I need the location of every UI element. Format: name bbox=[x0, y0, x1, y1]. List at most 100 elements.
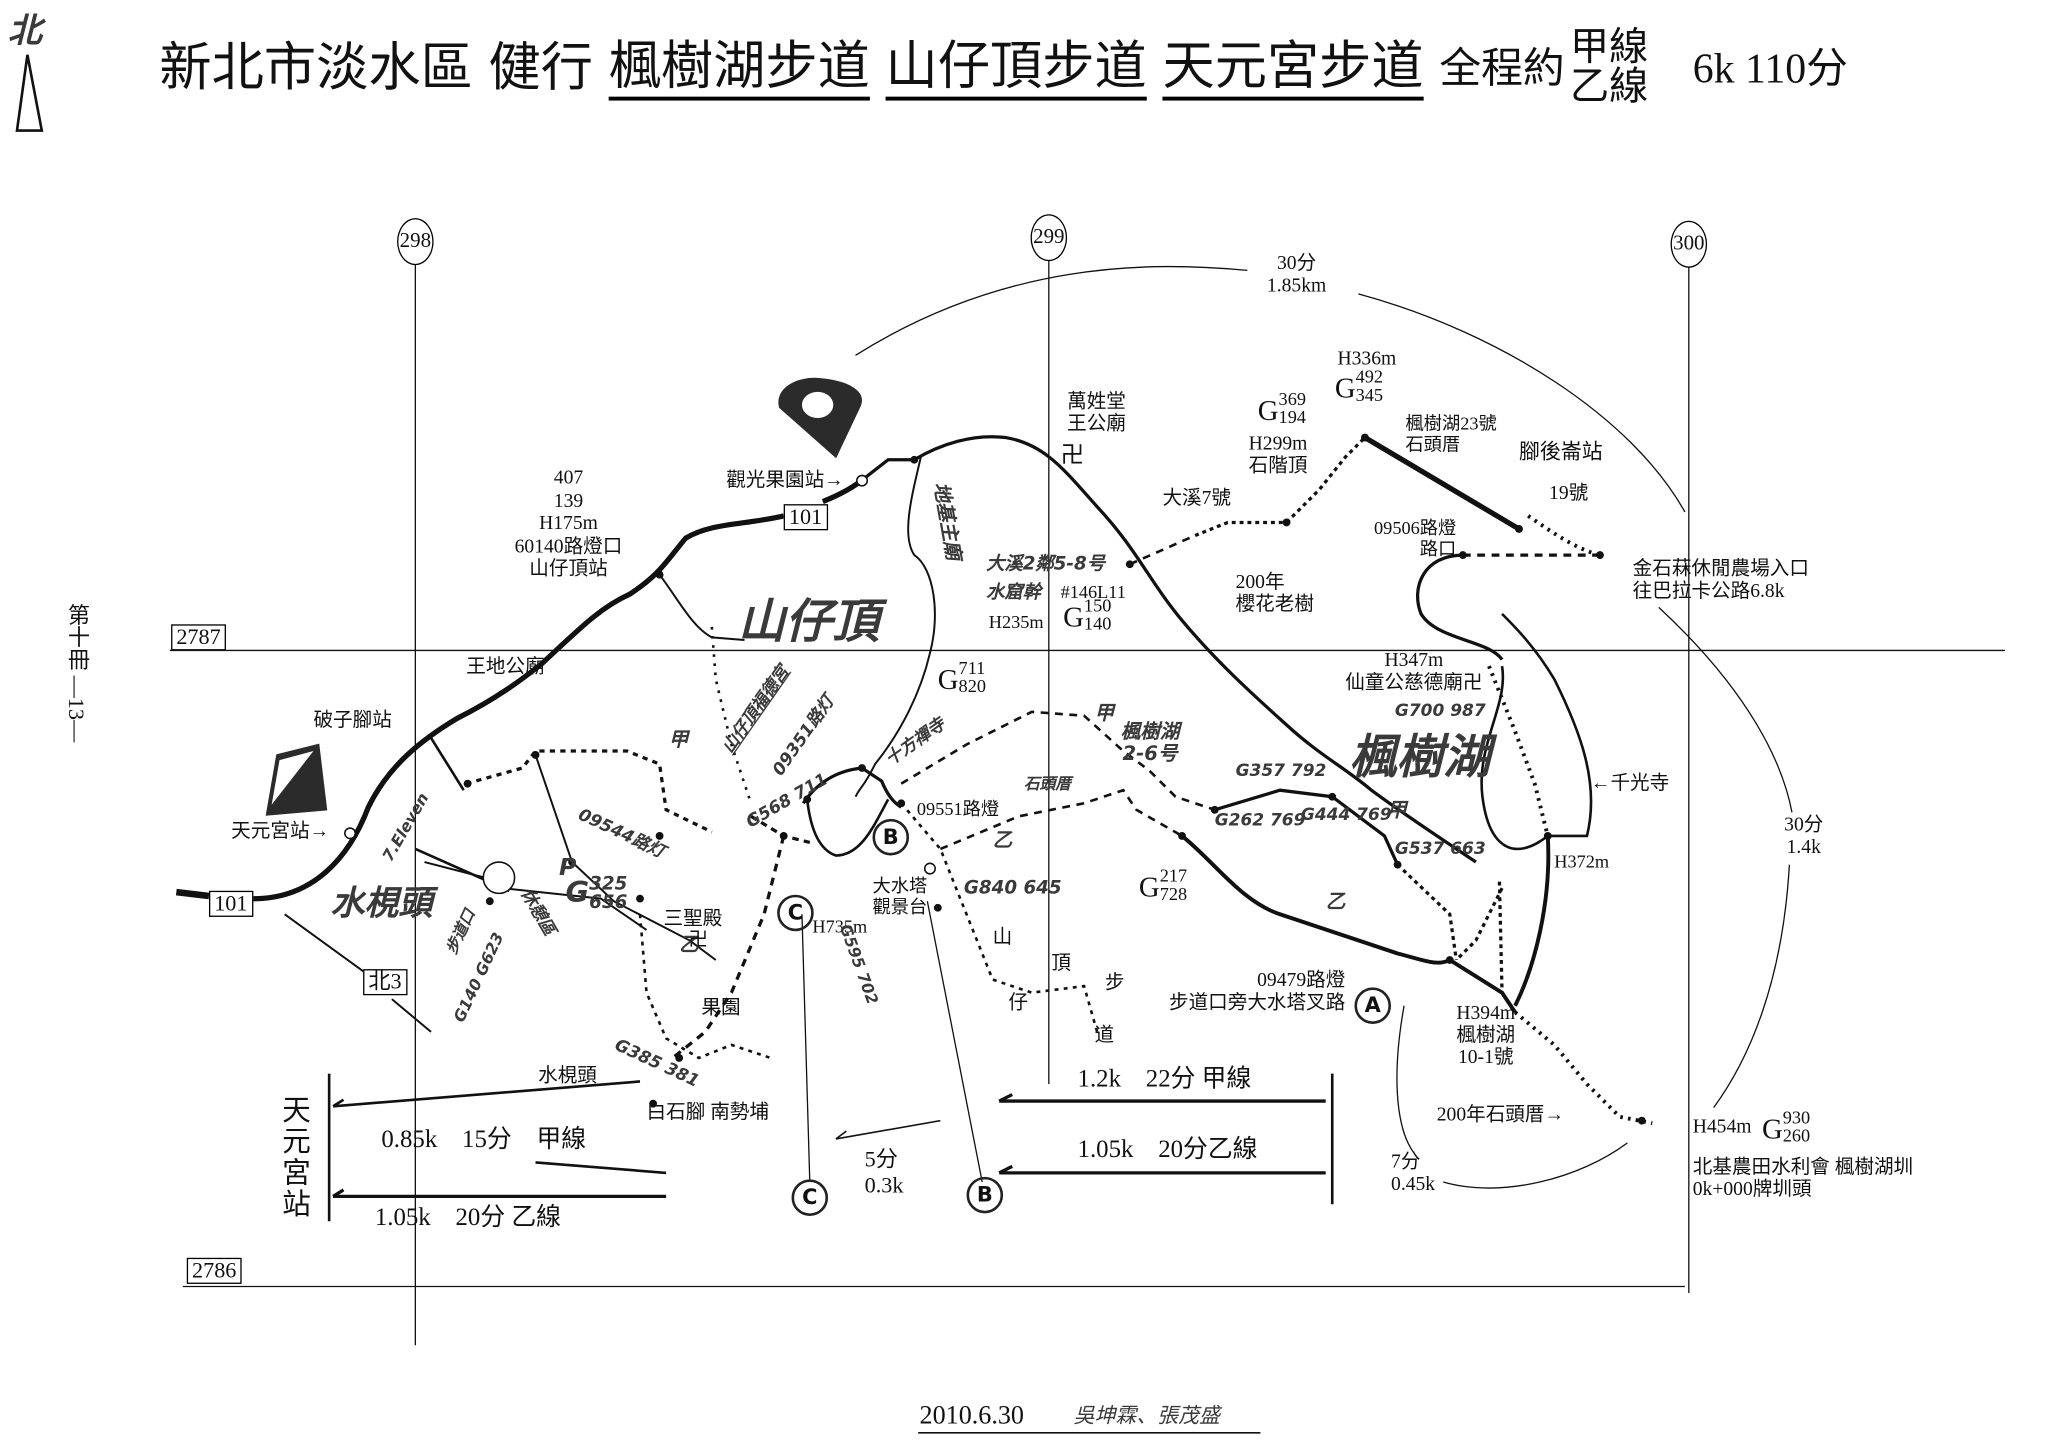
label-h235: H235m bbox=[988, 613, 1044, 634]
label-water-tower: 大水塔 觀景台 bbox=[872, 877, 928, 919]
title-line-a: 甲線 bbox=[1569, 26, 1649, 70]
label-sanshengdian: 三聖殿 bbox=[663, 909, 723, 930]
title-trail-1: 楓樹湖步道 bbox=[608, 36, 870, 100]
roundabout-icon bbox=[482, 861, 516, 895]
label-shuijiantou-dir: 水梘頭 bbox=[538, 1065, 597, 1087]
grid-label-y: 2786 bbox=[186, 1257, 242, 1284]
page-title: 新北市淡水區 健行 楓樹湖步道 山仔頂步道 天元宮步道 全程約 甲線 乙線 6k… bbox=[159, 26, 1863, 107]
label-guoyuan-stop: 觀光果園站→ bbox=[726, 470, 844, 492]
trail-char: 步 bbox=[1104, 973, 1125, 994]
label-g537: G537 663 bbox=[1394, 839, 1486, 860]
segment-right-arc: 30分 1.4k bbox=[1784, 815, 1824, 859]
label-baishijiao: 白石腳 南勢埔 bbox=[646, 1102, 769, 1124]
label-lamp09506: 09506路燈 路口 bbox=[1374, 519, 1457, 561]
label-lamp09551: 09551路燈 bbox=[916, 800, 1000, 821]
title-summary: 6k 110分 bbox=[1692, 44, 1848, 92]
label-stonehouse200: 200年石頭厝→ bbox=[1436, 1104, 1565, 1126]
station-logo-icon bbox=[265, 743, 328, 816]
title-location: 新北市淡水區 bbox=[159, 37, 473, 97]
trail-char: 頂 bbox=[1051, 953, 1072, 975]
label-yi: 乙 bbox=[992, 828, 1013, 852]
label-jia: 甲 bbox=[1387, 798, 1407, 822]
label-jiaohoulun: 腳後崙站 bbox=[1519, 441, 1603, 464]
trail-yi bbox=[671, 835, 786, 1060]
route-101-sign: 101 bbox=[208, 890, 253, 917]
side-note: 第十冊 —13— bbox=[63, 603, 89, 743]
title-trail-2: 山仔頂步道 bbox=[885, 36, 1147, 100]
label-h336: H336m bbox=[1337, 348, 1397, 370]
area-shuijiantou: 水梘頭 bbox=[330, 884, 433, 924]
label-lamp09479: 09479路燈 步道口旁大水塔叉路 bbox=[1168, 970, 1346, 1014]
trail-loop bbox=[805, 798, 890, 857]
label-wanxingtang: 萬姓堂 王公廟 bbox=[1067, 391, 1126, 435]
arrow-to-station-yi bbox=[332, 1188, 667, 1199]
label-yi: 乙 bbox=[1325, 889, 1346, 913]
point-c-marker: C bbox=[791, 1179, 829, 1216]
label-g444: G444 769 bbox=[1300, 805, 1392, 826]
trail-char: 仔 bbox=[1008, 992, 1028, 1014]
trail-nodes bbox=[463, 433, 1646, 1125]
label-irrigation: 北基農田水利會 楓樹湖圳 0k+000牌圳頭 bbox=[1692, 1157, 1914, 1201]
label-h394: H394m 楓樹湖 10-1號 bbox=[1456, 1003, 1516, 1069]
parking-icon: P bbox=[559, 854, 577, 882]
arrow-yi-to-b bbox=[998, 1164, 1326, 1175]
label-daxi2: 大溪2鄰5-8号 bbox=[986, 553, 1106, 575]
label-jia: 甲 bbox=[1094, 701, 1115, 725]
label-g262: G262 769 bbox=[1214, 811, 1306, 831]
road-shanzaiding bbox=[658, 574, 745, 641]
label-tudigong: 王地公廟 bbox=[466, 656, 545, 678]
trail-fengshuhu bbox=[1180, 834, 1517, 1014]
label-g700: G700 987 bbox=[1394, 701, 1486, 721]
footer-signature: 吳坤霖、張茂盛 bbox=[1073, 1402, 1220, 1428]
title-trail-3: 天元宮步道 bbox=[1162, 36, 1424, 100]
route-101-sign: 101 bbox=[783, 504, 828, 531]
station-tianyuangong: 天元宮站 bbox=[278, 1094, 311, 1220]
trail-thick bbox=[1363, 435, 1521, 532]
label-stonehouse-hw: 石頭厝 bbox=[1023, 774, 1072, 793]
label-fsh26: 楓樹湖 2-6号 bbox=[1120, 719, 1180, 766]
label-h347: H347m 仙童公慈德廟卍 bbox=[1345, 650, 1483, 694]
grid-label-x: 300 bbox=[1670, 220, 1708, 268]
temple-icon: 卍 bbox=[1060, 441, 1085, 468]
segment-a-b-yi: 1.05k 20分乙線 bbox=[1077, 1136, 1258, 1164]
label-no19: 19號 bbox=[1549, 483, 1589, 505]
label-g840: G840 645 bbox=[963, 877, 1062, 899]
label-h735: H735m bbox=[812, 918, 868, 938]
arc-0.45k bbox=[1396, 1005, 1414, 1153]
temple-icon: 卍 bbox=[688, 929, 708, 951]
arc-1.85km bbox=[855, 265, 1248, 356]
label-jia: 甲 bbox=[668, 727, 689, 752]
label-house23: 楓樹湖23號 石頭厝 bbox=[1405, 415, 1497, 456]
point-c-marker: C bbox=[777, 894, 814, 932]
north-label: 北 bbox=[7, 11, 42, 51]
point-a-marker: A bbox=[1354, 987, 1392, 1024]
label-shuikugan: 水窟幹 bbox=[986, 582, 1041, 604]
label-shijieding: H299m 石階頂 bbox=[1248, 433, 1308, 477]
label-jinshi: 金石菻休閒農場入口 往巴拉卡公路6.8k bbox=[1632, 559, 1809, 603]
pin-logo-icon bbox=[778, 377, 862, 459]
arrow-b-to-c bbox=[835, 1119, 941, 1140]
label-h372: H372m bbox=[1554, 852, 1610, 873]
label-g357: G357 792 bbox=[1235, 761, 1327, 782]
trail-char: 道 bbox=[1094, 1025, 1115, 1047]
grid-label-y: 2787 bbox=[171, 624, 226, 651]
route-north3-sign: 北3 bbox=[363, 969, 407, 996]
segment-top-arc: 30分 1.85km bbox=[1266, 253, 1327, 297]
point-b-marker: B bbox=[872, 818, 910, 856]
title-action: 健行 bbox=[488, 37, 593, 97]
area-shanzaiding: 山仔頂 bbox=[737, 595, 880, 650]
label-qianguang: ←千光寺 bbox=[1590, 773, 1670, 795]
trail-char: 山 bbox=[992, 927, 1013, 949]
label-orchard: 果園 bbox=[701, 997, 741, 1019]
label-pozijiao: 破子腳站 bbox=[313, 710, 392, 732]
segment-b-station-jia: 0.85k 15分 甲線 bbox=[381, 1125, 587, 1154]
arc-1.4k bbox=[1658, 606, 1793, 813]
